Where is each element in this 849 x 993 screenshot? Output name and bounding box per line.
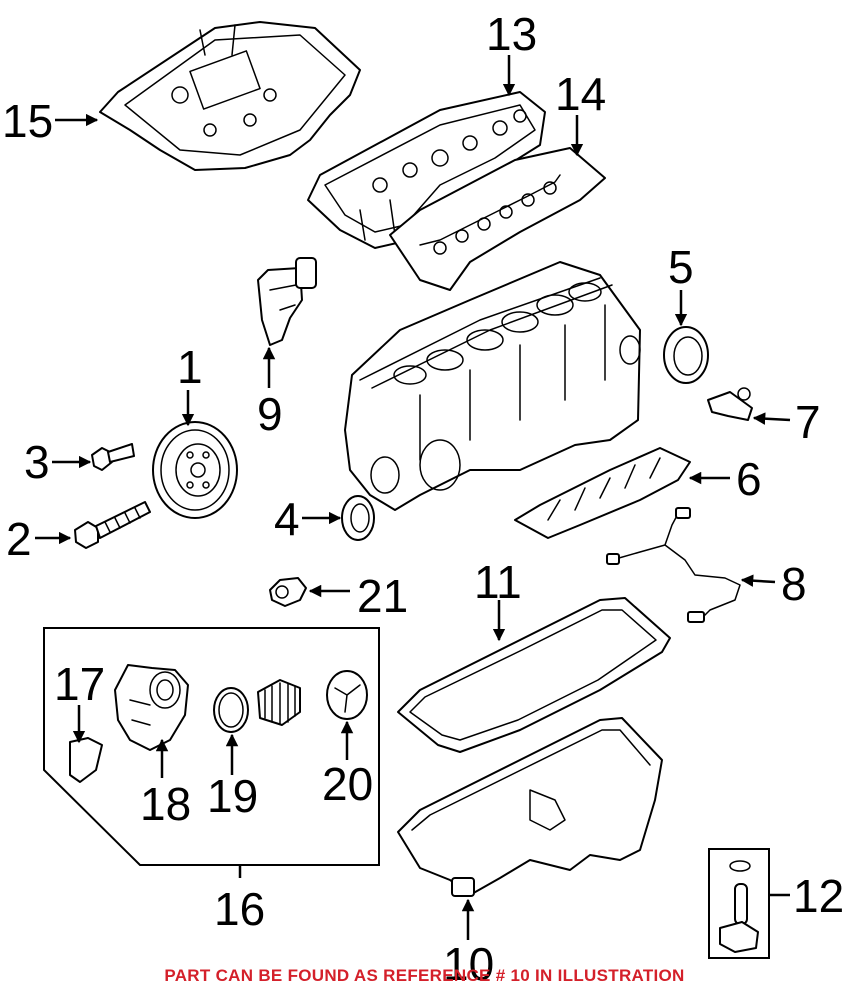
- rear-seal-part[interactable]: [663, 326, 709, 384]
- front-seal-part[interactable]: [341, 495, 375, 541]
- callout-16: 16: [214, 883, 265, 935]
- callout-11: 11: [474, 556, 522, 608]
- callout-18: 18: [140, 778, 191, 830]
- crank-sensor-part[interactable]: [707, 387, 753, 421]
- valve-cover-part[interactable]: [307, 91, 546, 249]
- callout-3: 3: [24, 436, 50, 488]
- callout-9: 9: [257, 388, 283, 440]
- callout-7: 7: [795, 396, 821, 448]
- callout-2: 2: [6, 513, 32, 565]
- oil-pan-part[interactable]: [397, 717, 663, 897]
- callout-labels: 1 2 3 4 5 6 7 8 9 10 11 12 13 14 15 16 1…: [2, 8, 844, 990]
- bolt-2-part[interactable]: [74, 501, 151, 549]
- oil-pressure-switch-part[interactable]: [269, 577, 307, 607]
- engine-block: [344, 261, 641, 511]
- callout-13: 13: [486, 8, 537, 60]
- engine-cover-part[interactable]: [99, 21, 361, 171]
- camshaft-sensor-part[interactable]: [257, 257, 317, 346]
- bolt-3-part[interactable]: [91, 443, 135, 471]
- oil-level-sensor-box[interactable]: [708, 848, 770, 959]
- valve-cover-gasket-part[interactable]: [389, 147, 606, 291]
- callout-10: 10: [443, 938, 494, 990]
- callout-12: 12: [793, 870, 844, 922]
- callout-19: 19: [207, 770, 258, 822]
- callout-14: 14: [555, 68, 606, 120]
- oxygen-sensor-part[interactable]: [606, 507, 741, 623]
- callout-21: 21: [357, 570, 408, 622]
- baffle-part[interactable]: [514, 447, 691, 539]
- callout-6: 6: [736, 453, 762, 505]
- callout-1: 1: [177, 341, 203, 393]
- callout-5: 5: [668, 241, 694, 293]
- callout-20: 20: [322, 758, 373, 810]
- callout-15: 15: [2, 95, 53, 147]
- leader-lines: [35, 55, 791, 940]
- pulley-part[interactable]: [152, 421, 238, 519]
- callout-4: 4: [274, 493, 300, 545]
- oil-pan-gasket-part[interactable]: [397, 597, 671, 753]
- reference-note: PART CAN BE FOUND AS REFERENCE # 10 IN I…: [164, 966, 685, 985]
- callout-8: 8: [781, 558, 807, 610]
- oil-filter-kit-box: [43, 627, 380, 866]
- callout-17: 17: [54, 658, 105, 710]
